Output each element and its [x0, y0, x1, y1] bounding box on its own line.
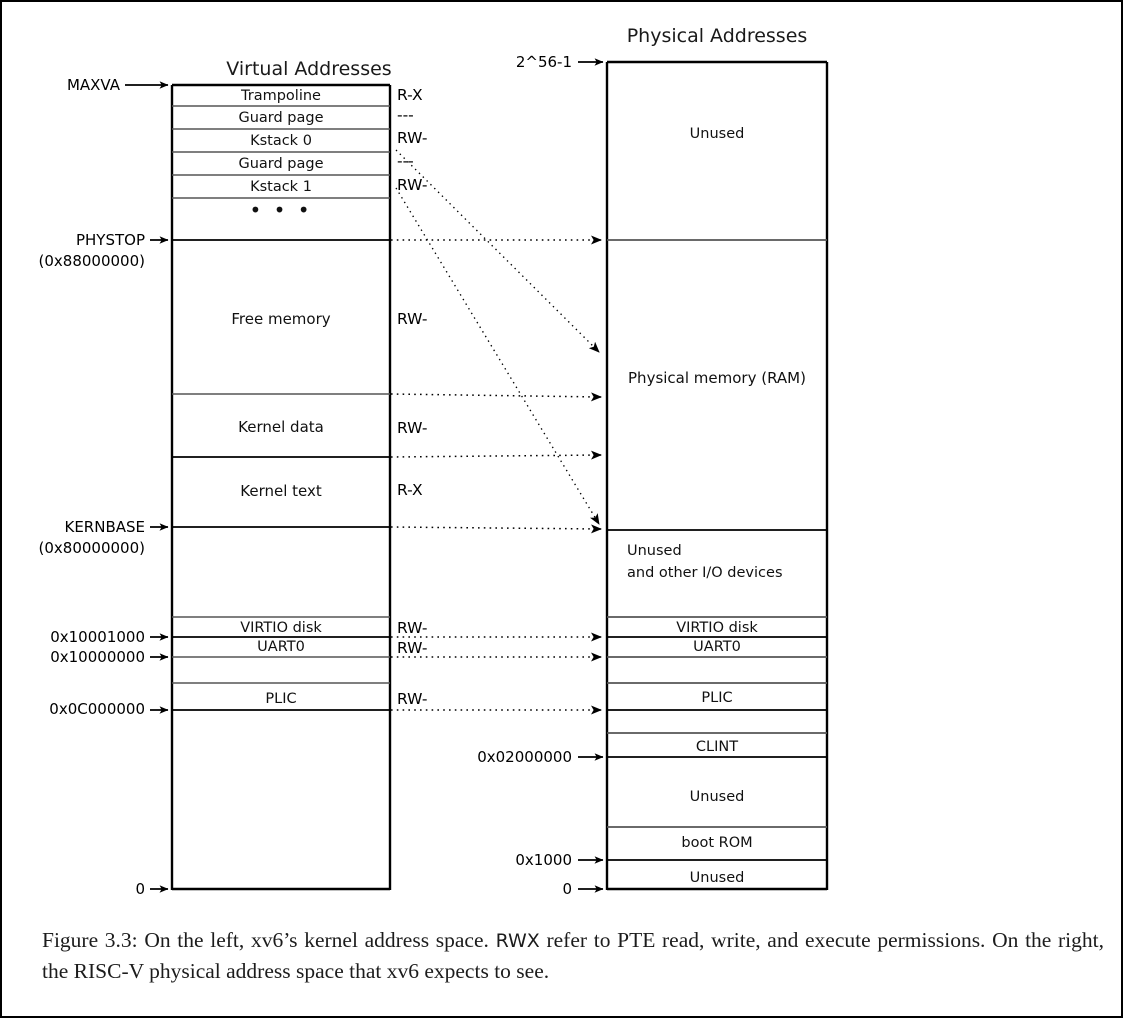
virtual-row-plic: PLIC — [265, 691, 297, 707]
perm-plic: RW- — [397, 690, 428, 708]
virtual-row-kstack-0: Kstack 0 — [250, 133, 312, 149]
virtual-row-ellipsis: • • • — [249, 198, 313, 222]
marker-kernbase-value: (0x80000000) — [38, 539, 145, 557]
physical-row-uart0: UART0 — [693, 639, 741, 655]
virtual-column-major-dividers — [172, 239, 390, 711]
marker-phystop-value: (0x88000000) — [38, 252, 145, 270]
virtual-row-kernel-text: Kernel text — [240, 482, 322, 500]
perm-kernel-text: R-X — [397, 481, 423, 499]
physical-column-title: Physical Addresses — [626, 25, 808, 47]
virtual-column-dividers — [172, 105, 390, 684]
physical-row-unused-top: Unused — [689, 126, 745, 142]
perm-uart0: RW- — [397, 639, 428, 657]
virtual-column-title: Virtual Addresses — [226, 58, 392, 80]
marker-clint-addr: 0x02000000 — [477, 748, 572, 766]
virtual-column-outline — [170, 83, 392, 891]
figure-caption: Figure 3.3: On the left, xv6’s kernel ad… — [42, 925, 1104, 986]
physical-row-unused-bottom: Unused — [689, 870, 745, 886]
physical-column-major-dividers — [607, 529, 827, 861]
virtual-row-guard-page-0: Guard page — [238, 110, 324, 126]
physical-column-outline — [605, 60, 829, 891]
perm-free-memory: RW- — [397, 310, 428, 328]
marker-virtual-zero: 0 — [135, 880, 145, 898]
physical-row-unused-mid: Unused — [689, 789, 745, 805]
virtual-row-uart0: UART0 — [257, 639, 305, 655]
virtual-row-trampoline: Trampoline — [241, 88, 321, 104]
mapping-dotted-lines — [390, 235, 602, 715]
perm-guard-page-0: --- — [397, 106, 414, 124]
caption-text-1: On the left, xv6’s kernel address space. — [144, 928, 496, 952]
physical-column-dividers — [607, 239, 827, 828]
perm-trampoline: R-X — [397, 86, 423, 104]
caption-rwx: RWX — [495, 930, 540, 952]
marker-phystop: PHYSTOP — [75, 231, 145, 249]
virtual-row-kstack-1: Kstack 1 — [250, 179, 312, 195]
perm-guard-page-1: --- — [397, 152, 414, 170]
marker-plic-addr: 0x0C000000 — [49, 700, 145, 718]
perm-kstack-1: RW- — [397, 176, 428, 194]
kstack-mapping-lines — [395, 149, 600, 525]
marker-maxva: MAXVA — [66, 76, 120, 94]
physical-marker-arrows — [578, 58, 604, 893]
physical-row-virtio-disk: VIRTIO disk — [676, 620, 758, 636]
marker-virtio-addr: 0x10001000 — [50, 628, 145, 646]
perm-kstack-0: RW- — [397, 129, 428, 147]
virtual-row-virtio-disk: VIRTIO disk — [240, 620, 322, 636]
physical-row-boot-rom: boot ROM — [681, 835, 753, 851]
physical-row-plic: PLIC — [701, 690, 733, 706]
virtual-row-kernel-data: Kernel data — [238, 418, 324, 436]
virtual-row-guard-page-1: Guard page — [238, 156, 324, 172]
virtual-marker-arrows — [125, 81, 169, 893]
physical-row-unused-io-line2: and other I/O devices — [627, 565, 783, 581]
virtual-row-free-memory: Free memory — [231, 310, 331, 328]
figure-number: Figure 3.3: — [42, 928, 145, 952]
physical-row-clint: CLINT — [695, 739, 739, 755]
physical-row-unused-io-line1: Unused — [627, 543, 682, 559]
perm-virtio-disk: RW- — [397, 619, 428, 637]
marker-uart0-addr: 0x10000000 — [50, 648, 145, 666]
caption-text-2: refer to PTE read, write, and execute pe… — [42, 928, 1104, 983]
physical-row-ram: Physical memory (RAM) — [628, 369, 806, 387]
marker-physical-max: 2^56-1 — [515, 53, 572, 71]
perm-kernel-data: RW- — [397, 419, 428, 437]
marker-physical-zero: 0 — [562, 880, 572, 898]
marker-kernbase: KERNBASE — [64, 518, 145, 536]
marker-boot-rom-addr: 0x1000 — [515, 851, 572, 869]
